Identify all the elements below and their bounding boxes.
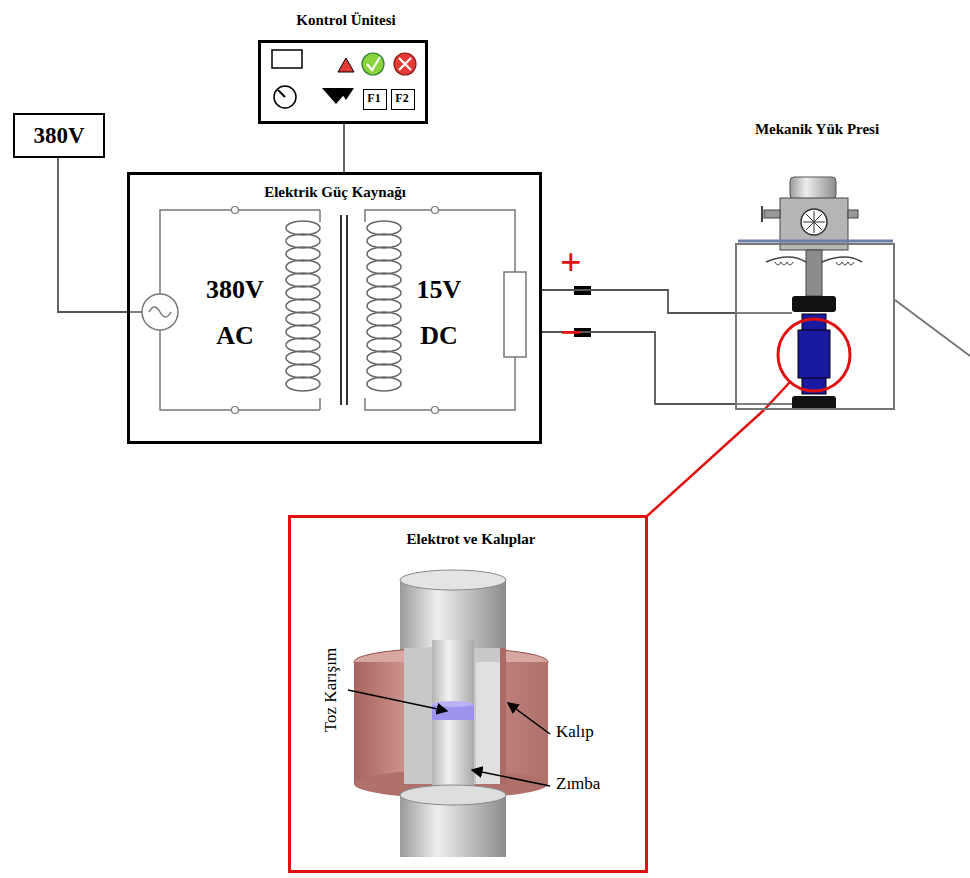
voltage-label: 380V [33, 122, 84, 150]
inset-title: Elektrot ve Kalıplar [351, 530, 591, 548]
unit-title: Kontrol Ünitesi [251, 11, 441, 29]
control-icons [272, 50, 416, 108]
press-title: Mekanik Yük Presi [747, 120, 887, 140]
wire [542, 290, 735, 313]
function-key: F2 [391, 89, 415, 110]
transformer-circuit [127, 210, 526, 410]
callout-line [646, 410, 764, 517]
part-label: Toz Karışım [321, 648, 341, 732]
wire [343, 124, 345, 172]
key-label: F1 [367, 91, 380, 105]
key-label: F2 [395, 91, 408, 105]
function-key: F1 [363, 89, 387, 110]
junction-dots [232, 207, 439, 414]
press-frame: Mekanik Yük Presi [735, 243, 895, 410]
part-label: Kalıp [556, 722, 594, 742]
inset-box: Elektrot ve Kalıplar [288, 515, 648, 873]
power-supply: Elektrik Güç Kaynağı 380V AC 15V DC [127, 172, 542, 444]
voltage-box: 380V [13, 113, 105, 158]
electrode-dies [348, 570, 550, 857]
input-voltage: 380V AC [194, 267, 276, 358]
supply-title: Elektrik Güç Kaynağı [200, 183, 470, 201]
wire [58, 158, 127, 312]
control-unit: Kontrol ÜnitesiF1F2 [258, 40, 428, 124]
positive-sign: + [560, 240, 582, 284]
negative-sign: − [560, 310, 582, 354]
part-label: Zımba [556, 774, 600, 794]
output-voltage: 15V DC [404, 267, 474, 358]
press-mechanism [736, 177, 970, 410]
